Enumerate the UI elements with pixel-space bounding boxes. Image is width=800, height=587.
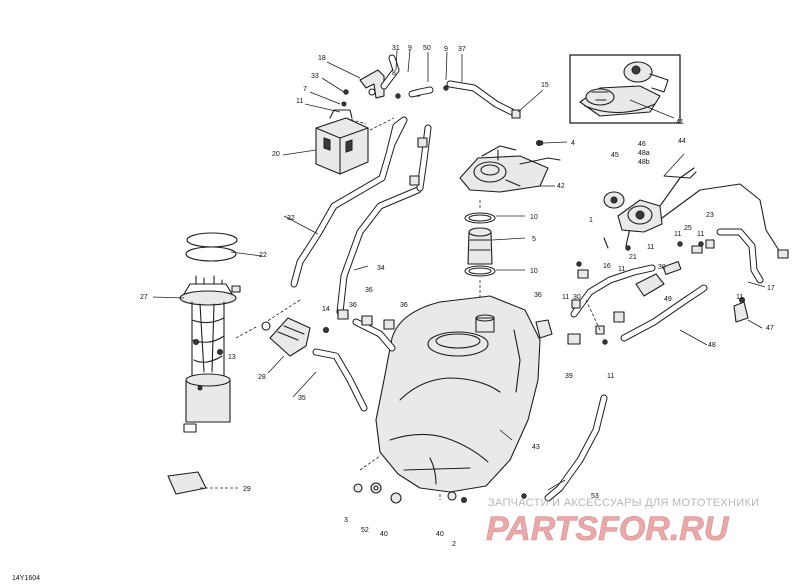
callout-3: 3 [344, 517, 348, 524]
callout-46a: 48a [638, 150, 650, 157]
callout-31: 31 [392, 45, 400, 52]
fuel-pump-module-27 [179, 275, 241, 433]
callout-11: 11 [618, 266, 625, 273]
callout-11: 11 [697, 231, 704, 238]
callout-38: 36 [534, 292, 542, 299]
callout-23: 23 [706, 212, 714, 219]
watermark-top-text: ЗАПЧАСТИ И АКСЕССУАРЫ ДЛЯ МОТОТЕХНИКИ [488, 497, 759, 509]
callout-53: 53 [591, 493, 599, 500]
callout-11: 11 [562, 294, 569, 301]
callout-32: 32 [287, 215, 295, 222]
callout-43: 43 [532, 444, 540, 451]
rollover-valve-28 [261, 317, 329, 357]
callout-47: 47 [766, 325, 774, 332]
callout-25: 25 [684, 225, 692, 232]
callout-11: 11 [647, 244, 654, 251]
callout-17: 17 [767, 285, 775, 292]
callout-39: 39 [565, 373, 573, 380]
callout-36: 36 [400, 302, 408, 309]
callout-48: 48 [708, 342, 716, 349]
callout-21: 21 [629, 254, 637, 261]
callout-14: 14 [322, 306, 330, 313]
callout-16: 16 [603, 263, 611, 270]
callout-22: 22 [259, 252, 267, 259]
callout-5: 5 [532, 236, 536, 243]
watermark: ЗАПЧАСТИ И АКСЕССУАРЫ ДЛЯ МОТОТЕХНИКИ PA… [486, 497, 759, 548]
callout-13: 13 [228, 354, 236, 361]
fuel-tank-43 [375, 295, 541, 493]
watermark-logo: PARTSFOR.RU [486, 510, 730, 548]
callout-11: 11 [607, 373, 614, 380]
callout-10: 10 [530, 268, 538, 275]
evap-canister-20 [315, 109, 369, 175]
leader-lines [152, 49, 766, 500]
fuel-filter-rings [464, 212, 496, 277]
callout-labels: 18 33 7 11 20 31 9 8 50 9 37 15 41 4 44 … [140, 45, 775, 548]
callout-50: 50 [423, 45, 431, 52]
callout-7: 7 [303, 86, 307, 93]
callout-28: 28 [258, 374, 266, 381]
callout-30: 30 [573, 294, 581, 301]
label-plate-29 [167, 471, 207, 495]
pressure-regulator-assembly [603, 167, 789, 259]
callout-9: 9 [408, 45, 412, 52]
callout-2: 2 [452, 541, 456, 548]
callout-9: 9 [444, 46, 448, 53]
callout-33: 33 [311, 73, 319, 80]
tank-strap-53 [544, 394, 608, 502]
vent-hoses [290, 54, 516, 412]
callout-11: 11 [674, 231, 681, 238]
callout-36: 36 [365, 287, 373, 294]
inset-box-41 [569, 54, 681, 124]
callout-35: 35 [298, 395, 306, 402]
callout-15: 15 [541, 82, 549, 89]
callout-46: 46 [638, 141, 646, 148]
callout-4: 4 [571, 140, 575, 147]
vent-fittings-top-left [341, 69, 449, 107]
callout-45: 45 [611, 152, 619, 159]
callout-42: 42 [557, 183, 565, 190]
callout-11: 11 [736, 294, 743, 301]
fuel-pump-cover-42 [459, 140, 561, 193]
callout-34: 34 [377, 265, 385, 272]
callout-40: 40 [380, 531, 388, 538]
figure-code: 14Y1604 [12, 575, 40, 582]
fittings-middle-right [511, 109, 608, 345]
callout-44: 44 [678, 138, 686, 145]
callout-8: 8 [392, 70, 396, 77]
callout-46b: 48b [638, 159, 650, 166]
callout-29: 29 [243, 486, 251, 493]
callout-10: 10 [530, 214, 538, 221]
callout-41: 41 [676, 119, 684, 126]
fuel-lines-right [535, 227, 764, 345]
mounting-hardware-bottom [353, 482, 527, 504]
callout-52: 52 [361, 527, 369, 534]
lock-rings-22 [185, 232, 238, 262]
callout-40: 40 [436, 531, 444, 538]
callout-30: 30 [658, 264, 666, 271]
callout-49: 49 [664, 296, 672, 303]
callout-37: 37 [458, 46, 466, 53]
callout-1: 1 [589, 217, 593, 224]
callout-18: 18 [318, 55, 326, 62]
callout-36: 36 [349, 302, 357, 309]
clamps-36 [337, 137, 428, 330]
callout-27: 27 [140, 294, 148, 301]
callout-20: 20 [272, 151, 280, 158]
callout-11: 11 [296, 98, 303, 105]
